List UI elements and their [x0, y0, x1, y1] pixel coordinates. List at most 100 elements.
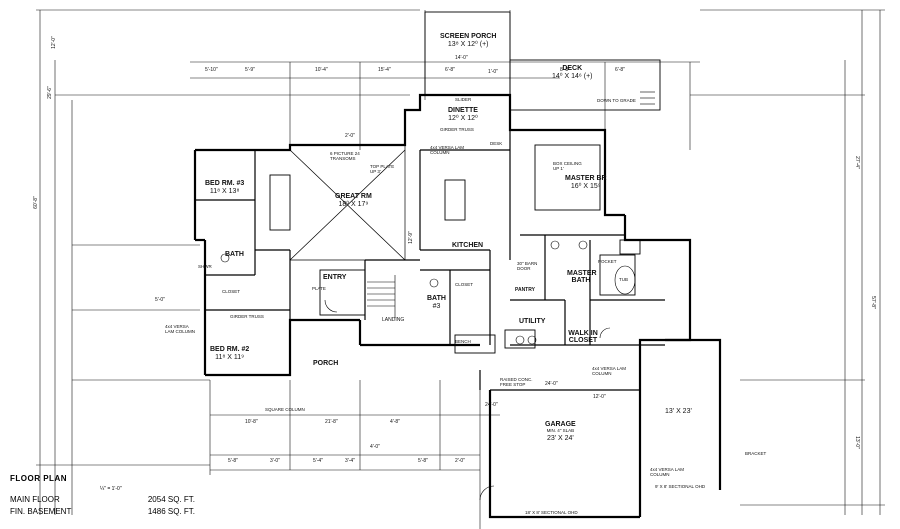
dim-n: 5'-4"	[313, 458, 323, 464]
note-pocket: POCKET	[598, 259, 617, 264]
legend-scale: ¼" = 1'-0"	[100, 486, 122, 492]
room-name: DINETTE	[448, 107, 478, 114]
dim-top-2: 5'-9"	[245, 67, 255, 73]
dim-top-4: 15'-4"	[378, 67, 391, 73]
left-dimension-lines	[36, 9, 420, 515]
dim-k: 10'-8"	[245, 419, 258, 425]
room-name: GARAGE	[545, 421, 576, 428]
room-name: MASTER BATH	[567, 270, 597, 284]
note-square-column: SQUARE COLUMN	[265, 407, 305, 412]
room-name: GREAT RM	[335, 193, 372, 200]
room-name: PORCH	[313, 360, 339, 367]
room-dim: 13⁸ X 12⁰ (+)	[447, 41, 489, 48]
room-name: BED RM. #2	[210, 346, 250, 353]
dim-right-upper: 27'-4"	[853, 156, 860, 169]
great-room-vault-lines	[289, 145, 406, 261]
note-closet-bath3: CLOSET	[455, 282, 474, 287]
dim-top-8: 6'-8"	[615, 67, 625, 73]
room-label-garage: GARAGE MIN. 4" SLAB 23' X 24'	[545, 421, 576, 442]
room-label-bath-3: BATH #3	[427, 295, 446, 310]
screen-porch-deck	[269, 11, 661, 354]
note-versa-lam-column: 4x4 VERSA LAM COLUMN	[430, 145, 465, 155]
dim-h: 12'-0"	[593, 394, 606, 400]
dim-m: 4'-8"	[390, 419, 400, 425]
dim-top-7: 8'-8"	[560, 67, 570, 73]
dim-g: 24'-0"	[485, 402, 498, 408]
legend-label: FIN. BASEMENT	[10, 507, 72, 516]
dim-j: 3'-0"	[270, 458, 280, 464]
room-name: KITCHEN	[452, 242, 484, 249]
room-label-master-br: MASTER BR 16⁰ X 15⁹	[565, 175, 607, 190]
room-label-bath: BATH	[225, 251, 244, 258]
note-shwr: SHWR	[198, 264, 212, 269]
room-dim: 18⁰ X 17⁹	[338, 201, 369, 208]
room-label-dinette: DINETTE 12⁰ X 12⁰	[448, 107, 478, 122]
room-dim: 14⁰ X 14⁶ (+)	[552, 73, 593, 80]
note-bench: BENCH	[455, 339, 471, 344]
room-label-deck: DECK 14⁰ X 14⁶ (+)	[552, 65, 593, 80]
dim-b: 5'-0"	[155, 297, 165, 303]
note-versa-lam-garage: 4x4 VERSA LAM COLUMN	[592, 366, 627, 376]
note-girder-truss: GIRDER TRUSS	[440, 127, 474, 132]
dim-l: 21'-8"	[325, 419, 338, 425]
dim-top-6: 14'-0"	[455, 55, 468, 61]
room-label-bed-rm-2: BED RM. #2 11⁸ X 11⁹	[210, 346, 249, 361]
note-raised-conc: RAISED CONC. FREE STOP	[500, 377, 533, 387]
note-garage-door: 18' X 8' SECTIONAL OHD	[525, 510, 578, 515]
dim-e: 4'-0"	[370, 444, 380, 450]
legend-title: FLOOR PLAN	[10, 474, 67, 483]
dim-f: 3'-4"	[345, 458, 355, 464]
note-picture-transoms: 6 PICTURE 24 TRANSOMS	[330, 151, 360, 161]
note-versa-lam-garage-2: 4x4 VERSA LAM COLUMN	[650, 467, 685, 477]
dim-a: 1'-0"	[488, 69, 498, 75]
dim-d: 12'-9"	[407, 231, 414, 244]
room-label-entry: ENTRY	[323, 274, 346, 281]
note-down-to-grade: DOWN TO GRADE	[597, 98, 636, 103]
room-name: BATH	[225, 251, 244, 258]
floor-plan-legend: FLOOR PLAN ¼" = 1'-0" MAIN FLOOR 2054 SQ…	[10, 474, 195, 516]
room-label-walk-in-closet: WALK IN CLOSET	[568, 330, 598, 344]
fixtures	[220, 240, 636, 501]
dim-p: 2'-0"	[455, 458, 465, 464]
dim-q: 5'-8"	[418, 458, 428, 464]
note-box-ceiling: BOX CEILING UP 1'	[553, 161, 582, 171]
note-sectional-ohd: 9' X 8' SECTIONAL OHD	[655, 484, 706, 489]
note-barn-door: 30" BARN DOOR	[517, 261, 538, 271]
dim-i: 5'-8"	[228, 458, 238, 464]
room-label-bed-rm-3: BED RM. #3 11⁸ X 13⁸	[205, 180, 244, 195]
dim-o: 24'-0"	[545, 381, 558, 387]
legend-label: MAIN FLOOR	[10, 495, 60, 504]
note-desk: DESK	[490, 141, 503, 146]
dim-right-lower: 13'-0"	[853, 436, 860, 449]
room-dim: #3	[432, 303, 441, 310]
room-label-screen-porch: SCREEN PORCH 13⁸ X 12⁰ (+)	[440, 33, 496, 48]
room-dim: 23' X 24'	[546, 434, 574, 442]
room-name: PANTRY	[515, 287, 535, 293]
interior-walls	[195, 130, 665, 391]
room-label-master-bath: MASTER BATH	[567, 270, 597, 284]
room-label-landing: LANDING	[382, 318, 404, 323]
note-bracket: BRACKET	[745, 451, 767, 456]
room-dim-note: MIN. 4" SLAB	[546, 428, 575, 433]
room-name: ENTRY	[323, 274, 347, 281]
room-label-garage-side: 13' X 23'	[665, 408, 692, 415]
room-dim: 12⁰ X 12⁰	[448, 115, 478, 122]
right-dimension-lines	[690, 9, 885, 515]
note-girder-truss-bed2: GIRDER TRUSS	[230, 314, 264, 319]
stairs	[367, 91, 655, 318]
room-label-pantry: PANTRY	[515, 288, 535, 293]
room-name: BATH	[427, 295, 446, 302]
room-label-porch: PORCH	[313, 360, 338, 367]
dim-right-overall: 57'-8"	[869, 296, 876, 309]
legend-value: 2054 SQ. FT.	[147, 495, 195, 504]
dim-top-1: 5'-10"	[205, 67, 218, 73]
note-tub: TUB	[619, 277, 628, 282]
room-label-great-rm: GREAT RM 18⁰ X 17⁹	[335, 193, 372, 208]
room-name: BED RM. #3	[205, 180, 245, 187]
room-name: DECK	[562, 65, 583, 72]
legend-row-main-floor: MAIN FLOOR 2054 SQ. FT.	[10, 495, 195, 504]
dim-top-3: 10'-4"	[315, 67, 328, 73]
room-name: SCREEN PORCH	[440, 33, 497, 40]
legend-value: 1486 SQ. FT.	[147, 507, 195, 516]
